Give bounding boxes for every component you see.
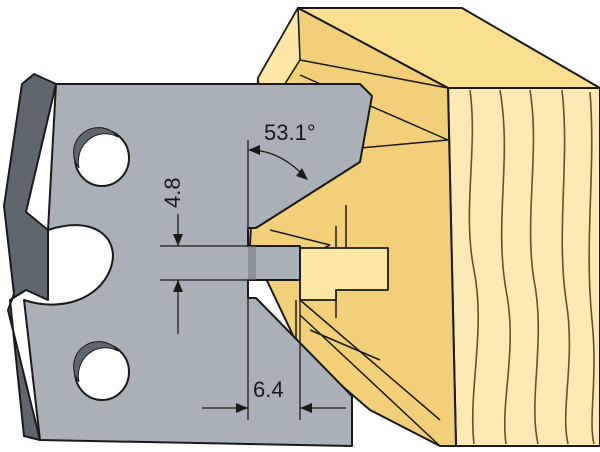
knife-edge-thickness — [3, 73, 57, 441]
arrow-angle-start — [248, 145, 260, 155]
arrow-depth-left — [236, 403, 248, 413]
knife-slot-shadow — [248, 246, 256, 280]
wood-end-face — [447, 87, 600, 447]
arrow-angle-end — [296, 168, 308, 180]
bore-hole-lower — [73, 341, 130, 401]
slot-depth-label: 6.4 — [253, 377, 284, 402]
arrow-height-bottom — [173, 280, 183, 292]
arrow-depth-right — [300, 403, 312, 413]
angle-label: 53.1° — [264, 120, 316, 145]
bore-hole-upper — [73, 127, 130, 187]
slot-height-label: 4.8 — [160, 177, 185, 208]
wood-grain — [468, 89, 595, 445]
profile-knife — [3, 73, 373, 447]
dimension-arrowheads — [173, 145, 312, 413]
arrow-height-top — [173, 234, 183, 246]
